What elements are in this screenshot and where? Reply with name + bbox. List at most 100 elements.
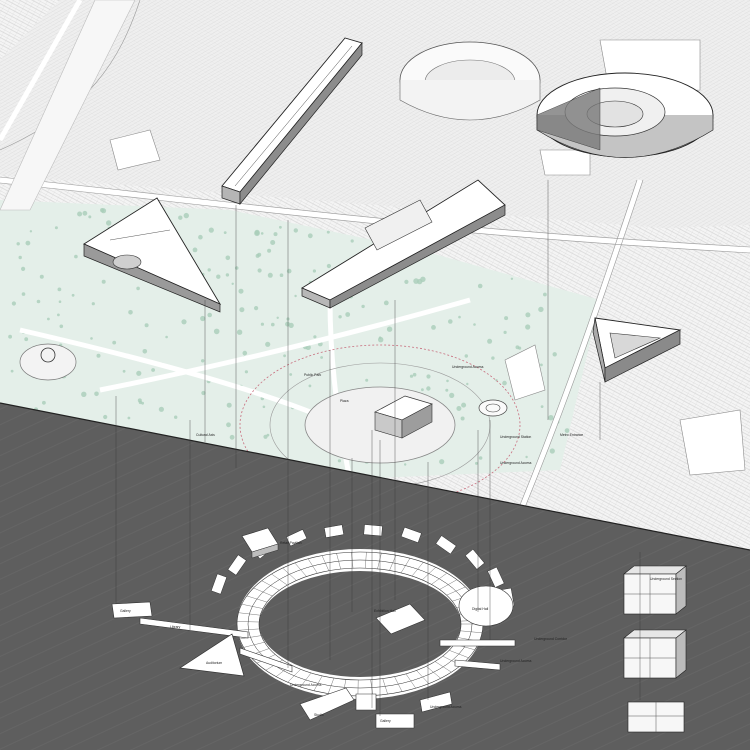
tree	[102, 280, 106, 284]
tree	[151, 368, 155, 372]
tree	[426, 374, 430, 378]
label-lower-g: Underground Access	[500, 659, 532, 663]
tree	[387, 327, 392, 332]
tree	[138, 398, 142, 402]
tree	[227, 403, 232, 408]
tree	[449, 393, 454, 398]
tree	[548, 415, 553, 420]
section-box-bottom	[628, 702, 684, 732]
tree	[265, 342, 270, 347]
tree	[525, 456, 527, 458]
tree	[294, 228, 298, 232]
tree	[97, 354, 101, 358]
tree	[216, 275, 220, 279]
label-upper-g: Metro Entrance	[560, 433, 583, 437]
tree	[55, 226, 58, 229]
tree	[226, 422, 231, 427]
tree	[361, 305, 364, 308]
tree	[487, 339, 492, 344]
tree	[198, 235, 203, 240]
tree	[313, 269, 316, 272]
tree	[72, 294, 75, 297]
tree	[81, 392, 86, 397]
tree	[279, 226, 282, 229]
tree	[445, 389, 448, 392]
label-lower-d: Library	[170, 625, 181, 629]
tree	[475, 462, 478, 465]
tree	[60, 325, 64, 329]
tree	[465, 354, 468, 357]
tree	[525, 324, 530, 329]
label-lower-f: Underground Corridor	[534, 637, 568, 641]
tree	[165, 336, 168, 339]
tree	[77, 212, 82, 217]
tree	[174, 416, 177, 419]
tree	[466, 383, 468, 385]
label-lower-e: Digital Hall	[472, 607, 488, 611]
tree	[538, 307, 543, 312]
entry-pavilion-west	[112, 602, 152, 618]
tree	[439, 459, 444, 464]
tree	[491, 356, 494, 359]
tree	[237, 330, 242, 335]
tree	[88, 215, 91, 218]
tree	[421, 388, 424, 391]
tree	[410, 375, 413, 378]
label-upper-f: Underground Access	[500, 461, 532, 465]
label-upper-c: Underground Access	[452, 365, 484, 369]
arc-pavilion	[364, 525, 383, 537]
tree	[541, 405, 544, 408]
tree	[224, 231, 227, 234]
tree	[127, 417, 130, 420]
tree	[255, 230, 260, 235]
label-lower-h: Auditorium	[206, 661, 222, 665]
tree	[230, 435, 235, 440]
tree	[90, 337, 93, 340]
tree	[57, 314, 60, 317]
tree	[461, 417, 465, 421]
tree	[143, 349, 148, 354]
tree	[21, 267, 25, 271]
tree	[365, 379, 368, 382]
tree	[426, 386, 430, 390]
tree	[103, 415, 107, 419]
label-lower-a: Retail Pavilion	[280, 541, 302, 545]
tree	[256, 254, 260, 258]
label-lower-l: Underground Access	[430, 705, 462, 709]
tree	[313, 335, 316, 338]
tree	[511, 278, 513, 280]
tree	[345, 312, 350, 317]
tree	[270, 240, 275, 245]
label-lower-b: Gallery	[120, 609, 131, 613]
tree	[209, 228, 214, 233]
tree	[327, 264, 331, 268]
tree	[11, 370, 14, 373]
small-rotunda	[479, 400, 507, 416]
tree	[106, 220, 111, 225]
label-upper-a: Cultural Axis	[196, 433, 215, 437]
tree	[404, 280, 408, 284]
tree	[254, 306, 258, 310]
tree	[59, 300, 62, 303]
tree	[214, 329, 220, 335]
tree	[101, 208, 106, 213]
section-details	[624, 566, 686, 732]
tree	[294, 295, 296, 297]
tree	[540, 364, 543, 367]
tree	[338, 459, 341, 462]
tree	[320, 356, 323, 359]
tree	[184, 213, 189, 218]
tree	[404, 463, 406, 465]
tree	[525, 312, 530, 317]
tree	[413, 373, 417, 377]
tree	[338, 315, 341, 318]
tree	[448, 319, 453, 324]
tree	[94, 392, 99, 397]
tree	[245, 370, 248, 373]
tree	[458, 316, 461, 319]
tree	[112, 341, 116, 345]
stadium	[400, 42, 540, 120]
tree	[58, 288, 62, 292]
tree	[42, 401, 46, 405]
